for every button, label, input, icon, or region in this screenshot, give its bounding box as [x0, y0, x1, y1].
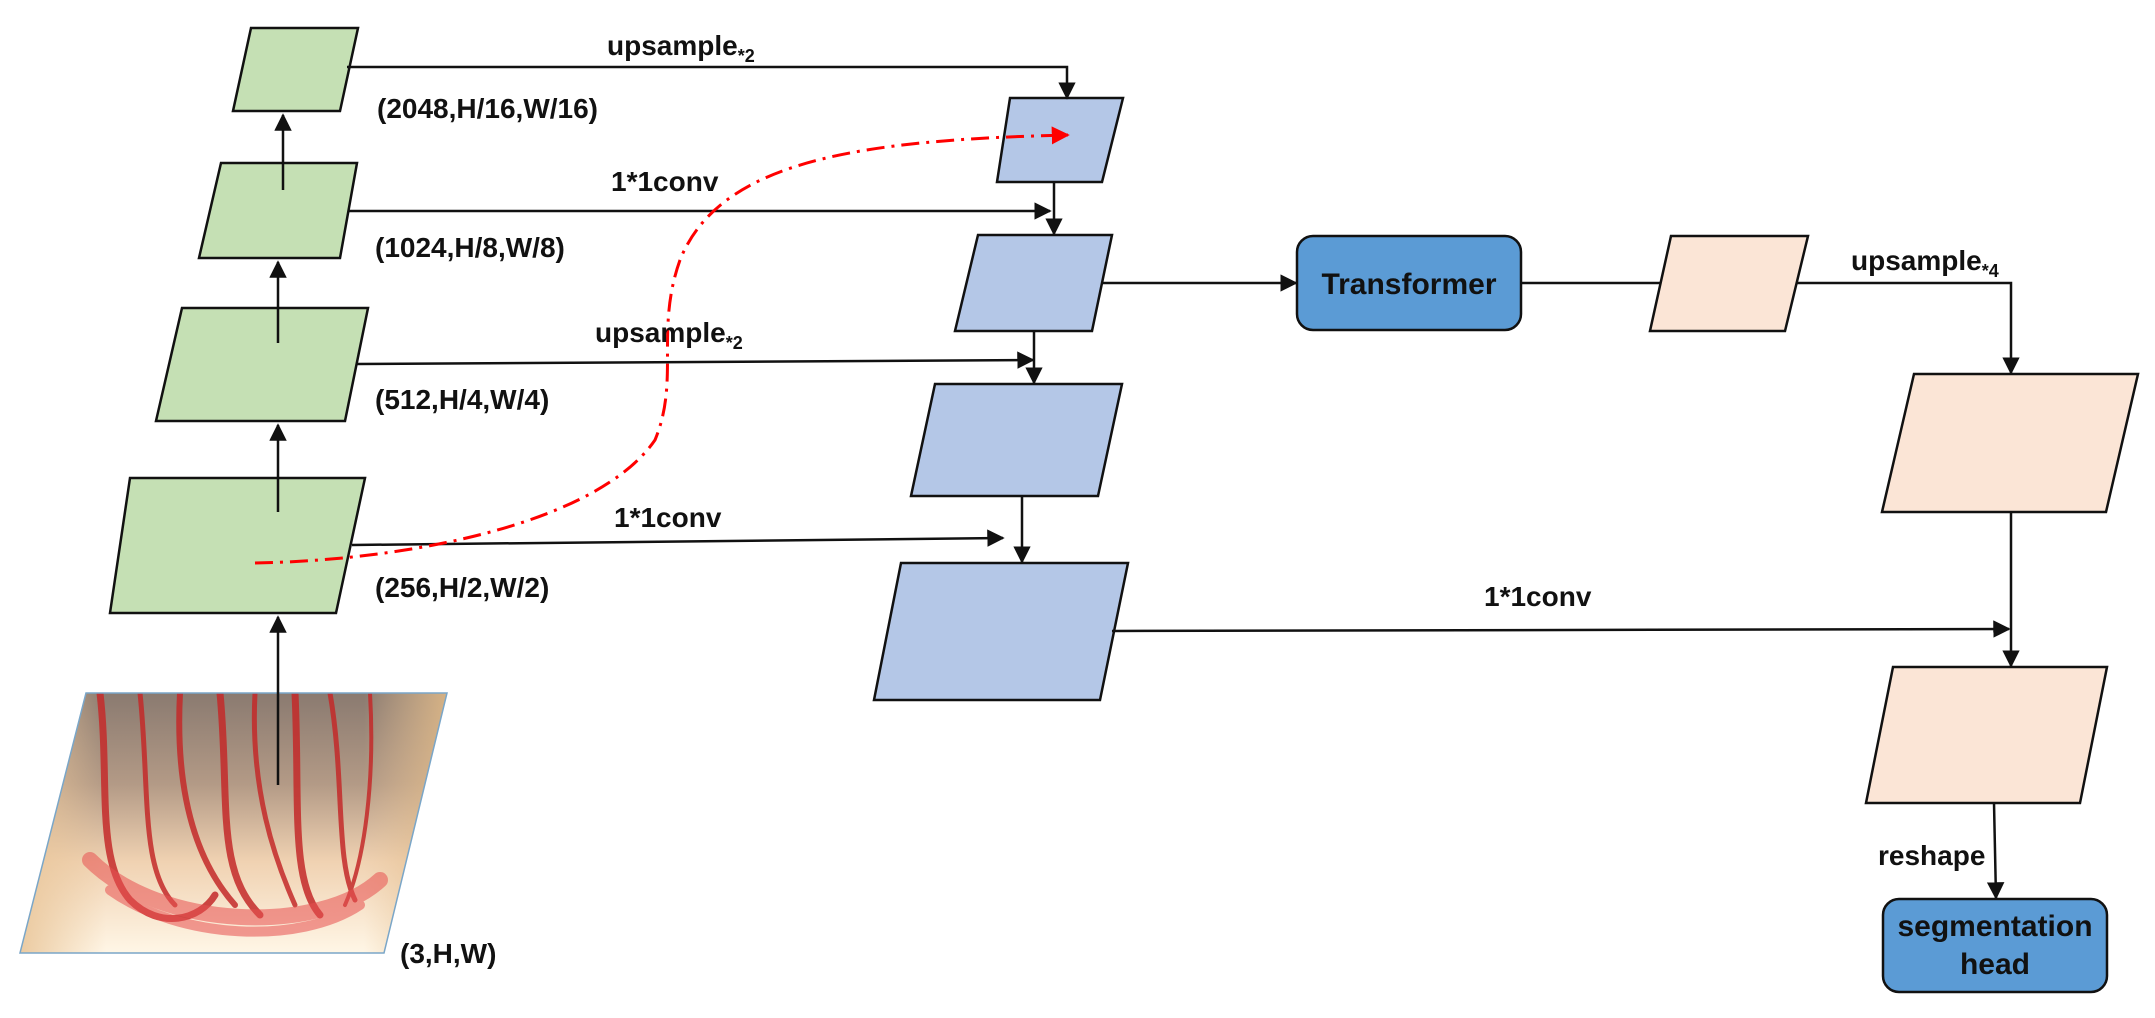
- encoder-stage-3: [197, 161, 359, 260]
- conv-right-label: 1*1conv: [1484, 581, 1592, 612]
- conv-top-label: 1*1conv: [611, 166, 719, 197]
- encoder-arrows: [269, 113, 292, 785]
- skip-connection-curve: [254, 126, 1070, 565]
- decoder-to-fusion-arrow: [1111, 620, 2011, 638]
- segmentation-head-label-line1: segmentation: [1897, 910, 2092, 943]
- shape-label-stage1: (256,H/2,W/2): [375, 572, 549, 603]
- upsample-right-label: upsample*4: [1851, 245, 1999, 281]
- shape-label-input: (3,H,W): [400, 938, 496, 969]
- upsampled-feature: [1880, 372, 2140, 514]
- upsample-top-label: upsample*2: [607, 30, 755, 66]
- upsample-x4-arrow: [1797, 281, 2020, 375]
- decoder-stage-1: [872, 561, 1130, 702]
- fused-feature: [1864, 665, 2109, 805]
- transformer-output: [1648, 234, 1810, 333]
- decoder-stage-3: [953, 233, 1114, 333]
- decoder-stage-4: [995, 96, 1125, 184]
- shape-label-stage2: (512,H/4,W/4): [375, 384, 549, 415]
- shape-label-stage3: (1024,H/8,W/8): [375, 232, 565, 263]
- conv-bottom-label: 1*1conv: [614, 502, 722, 533]
- lateral-arrows: [347, 65, 1076, 547]
- reshape-label: reshape: [1878, 840, 1985, 871]
- encoder-stage-1: [108, 476, 367, 615]
- decoder-stage-2: [909, 382, 1124, 498]
- transformer-label: Transformer: [1321, 268, 1496, 301]
- reshape-arrow: [1986, 802, 2005, 900]
- decoder-arrows: [1013, 182, 1063, 564]
- segmentation-head-label-line2: head: [1960, 948, 2030, 981]
- input-image: [19, 692, 448, 954]
- segmentation-head-block: [1881, 897, 2109, 994]
- encoder-stage-4: [231, 26, 360, 113]
- upsample-mid-label: upsample*2: [595, 317, 743, 353]
- shape-label-stage4: (2048,H/16,W/16): [377, 93, 598, 124]
- encoder-stage-2: [154, 306, 370, 423]
